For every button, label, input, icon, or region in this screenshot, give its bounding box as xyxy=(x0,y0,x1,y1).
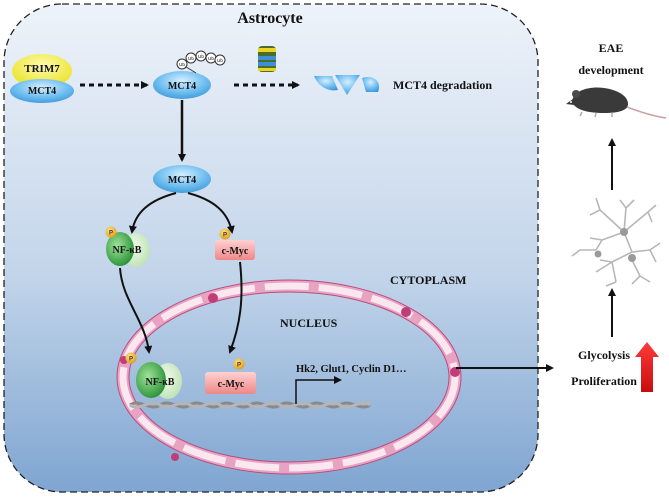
phospho-icon xyxy=(105,226,117,238)
development-label: development xyxy=(578,63,643,77)
nfkb-label: NF-κB xyxy=(113,245,142,256)
svg-text:Ub: Ub xyxy=(208,56,214,61)
trim7-label: TRIM7 xyxy=(24,63,60,75)
svg-text:Ub: Ub xyxy=(198,54,204,59)
svg-text:Ub: Ub xyxy=(188,56,194,61)
reactive-astrocytes-icon xyxy=(571,197,661,287)
cmyc-label: c-Myc xyxy=(222,246,249,257)
target-genes-label: Hk2, Glut1, Cyclin D1… xyxy=(296,364,407,375)
nfkb-nucleus: P NF-κB xyxy=(125,352,182,399)
arrow-to-nfkb xyxy=(128,192,177,234)
mct4-stable-label: MCT4 xyxy=(168,175,196,186)
ubiquitin-icon: Ub xyxy=(185,52,197,64)
arrow-to-cmyc xyxy=(187,192,235,234)
mouse-icon xyxy=(566,87,667,119)
arrow-cmyc-translocation xyxy=(228,261,243,354)
proteasome-icon xyxy=(258,46,276,72)
eae-label: EAE xyxy=(599,41,624,55)
mct4-ubiquitinated xyxy=(153,71,211,99)
mct4-bound-protein xyxy=(10,79,74,103)
ubiquitin-icon: Ub xyxy=(205,52,217,64)
transcription-arrow xyxy=(295,376,342,404)
trim7-protein xyxy=(12,54,72,88)
cmyc-cytoplasm: P c-Myc xyxy=(215,228,255,260)
degradation-label: MCT4 degradation xyxy=(393,78,492,92)
dna-helix xyxy=(129,401,371,409)
astrocyte-title: Astrocyte xyxy=(237,10,302,27)
svg-text:P: P xyxy=(129,357,133,363)
cmyc-nucleus: P c-Myc xyxy=(205,358,256,394)
glycolysis-label: Glycolysis xyxy=(578,348,630,362)
cmyc-nuc-label: c-Myc xyxy=(218,379,245,390)
cytoplasm-label: CYTOPLASM xyxy=(390,273,466,287)
arrow-nfkb-translocation xyxy=(119,267,153,354)
svg-text:P: P xyxy=(237,363,241,369)
mct4-ub-label: MCT4 xyxy=(168,81,196,92)
svg-text:P: P xyxy=(223,233,227,239)
ubiquitin-icon: Ub xyxy=(214,54,226,66)
nuclear-envelope xyxy=(116,279,462,475)
degraded-mct4-fragments-icon xyxy=(314,75,380,95)
trim7-mct4-complex: TRIM7 MCT4 xyxy=(10,54,74,103)
ubiquitin-icon: Ub xyxy=(176,58,188,70)
ubiquitin-chain: Ub Ub Ub Ub Ub xyxy=(176,50,226,74)
svg-text:Ub: Ub xyxy=(217,58,223,63)
mct4-bound-label: MCT4 xyxy=(28,86,56,97)
mct4-stable xyxy=(153,165,211,193)
astrocyte-cell xyxy=(3,3,539,493)
svg-text:Ub: Ub xyxy=(179,62,185,67)
phospho-icon xyxy=(125,352,137,364)
phospho-icon xyxy=(233,358,245,370)
nfkb-nuc-label: NF-κB xyxy=(146,377,175,388)
phospho-icon xyxy=(219,228,231,240)
proliferation-label: Proliferation xyxy=(571,374,637,388)
svg-text:P: P xyxy=(109,231,113,237)
increase-arrow-icon xyxy=(635,342,659,392)
ubiquitin-icon: Ub xyxy=(195,50,207,62)
nfkb-cytoplasm: P NF-κB xyxy=(105,226,150,267)
nucleus-label: NUCLEUS xyxy=(280,316,338,330)
